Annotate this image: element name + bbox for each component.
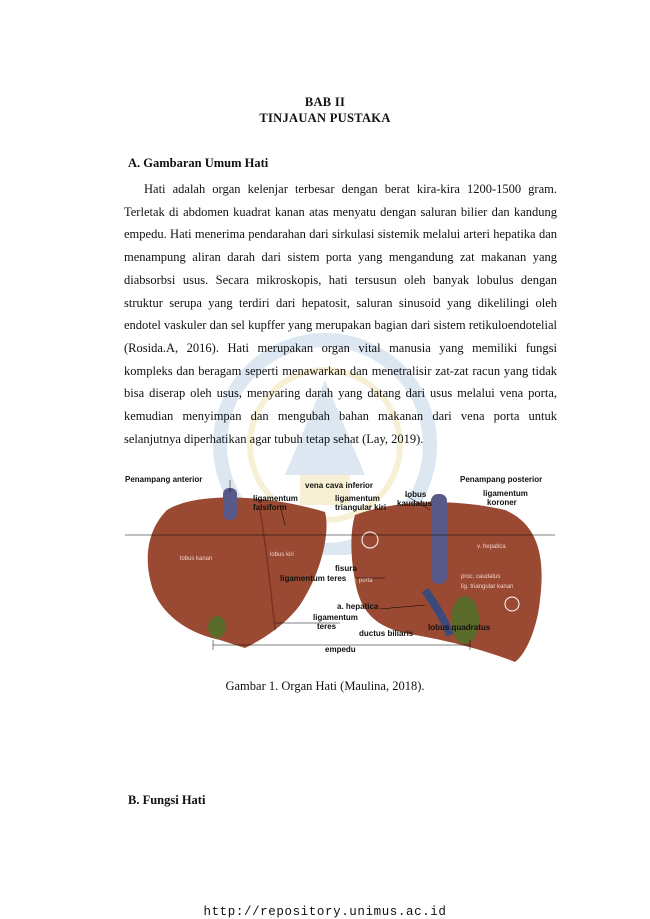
label-a-hepatica: a. hepatica <box>337 602 379 611</box>
label-lig-teres-2a: ligamentum <box>313 613 358 622</box>
label-fisura: fisura <box>335 564 357 573</box>
gallbladder-right <box>451 596 479 644</box>
label-v-hepatica: v. hepatica <box>477 544 506 550</box>
label-lig-tri-kanan: lig. triangular kanan <box>461 584 513 590</box>
label-posterior: Penampang posterior <box>460 475 542 484</box>
vena-cava-shape <box>223 488 237 520</box>
label-lig-tri-kiri-1: ligamentum <box>335 494 380 503</box>
label-lig-koroner-1: ligamentum <box>483 489 528 498</box>
body-text: Hati adalah organ kelenjar terbesar deng… <box>124 178 557 450</box>
chapter-title: TINJAUAN PUSTAKA <box>259 111 391 125</box>
university-seal-watermark <box>213 333 437 555</box>
chapter-number: BAB II <box>304 95 346 109</box>
label-lobus-kiri: lobus kiri <box>270 552 294 558</box>
label-lig-falsiform-1: ligamentum <box>253 494 298 503</box>
label-lobus-quadratus: lobus quadratus <box>428 623 491 632</box>
liver-anterior-shape <box>147 497 327 648</box>
paragraph: Hati adalah organ kelenjar terbesar deng… <box>124 182 557 446</box>
section-heading-a: A. Gambaran Umum Hati <box>128 156 269 170</box>
vena-cava-posterior-shape <box>431 494 447 584</box>
liver-posterior-shape <box>351 502 542 662</box>
label-ductus: ductus biliaris <box>359 629 414 638</box>
liver-anatomy-figure: Penampang anterior Penampang posterior v… <box>125 475 555 662</box>
label-lig-falsiform-2: falsiform <box>253 503 287 512</box>
label-anterior: Penampang anterior <box>125 475 202 484</box>
label-lobus-kaudatus-1: lobus <box>405 490 427 499</box>
label-lobus-kaudatus-2: kaudatus <box>397 499 433 508</box>
label-lobus-kanan: lobus kanan <box>180 556 212 562</box>
label-v-porta: v. porta <box>353 578 373 584</box>
label-vena-cava: vena cava inferior <box>305 481 373 490</box>
section-heading-b: B. Fungsi Hati <box>128 793 206 807</box>
gallbladder-left <box>208 616 226 638</box>
label-lig-teres-1: ligamentum teres <box>280 574 347 583</box>
label-lig-koroner-2: koroner <box>487 498 517 507</box>
footer-url: http://repository.unimus.ac.id <box>203 905 447 919</box>
label-lig-tri-kiri-2: triangular kiri <box>335 503 386 512</box>
label-lig-teres-2b: teres <box>317 622 337 631</box>
label-empedu: empedu <box>325 645 356 654</box>
figure-caption: Gambar 1. Organ Hati (Maulina, 2018). <box>225 679 425 693</box>
label-proc-caudatus: proc. caudatus <box>461 574 500 580</box>
